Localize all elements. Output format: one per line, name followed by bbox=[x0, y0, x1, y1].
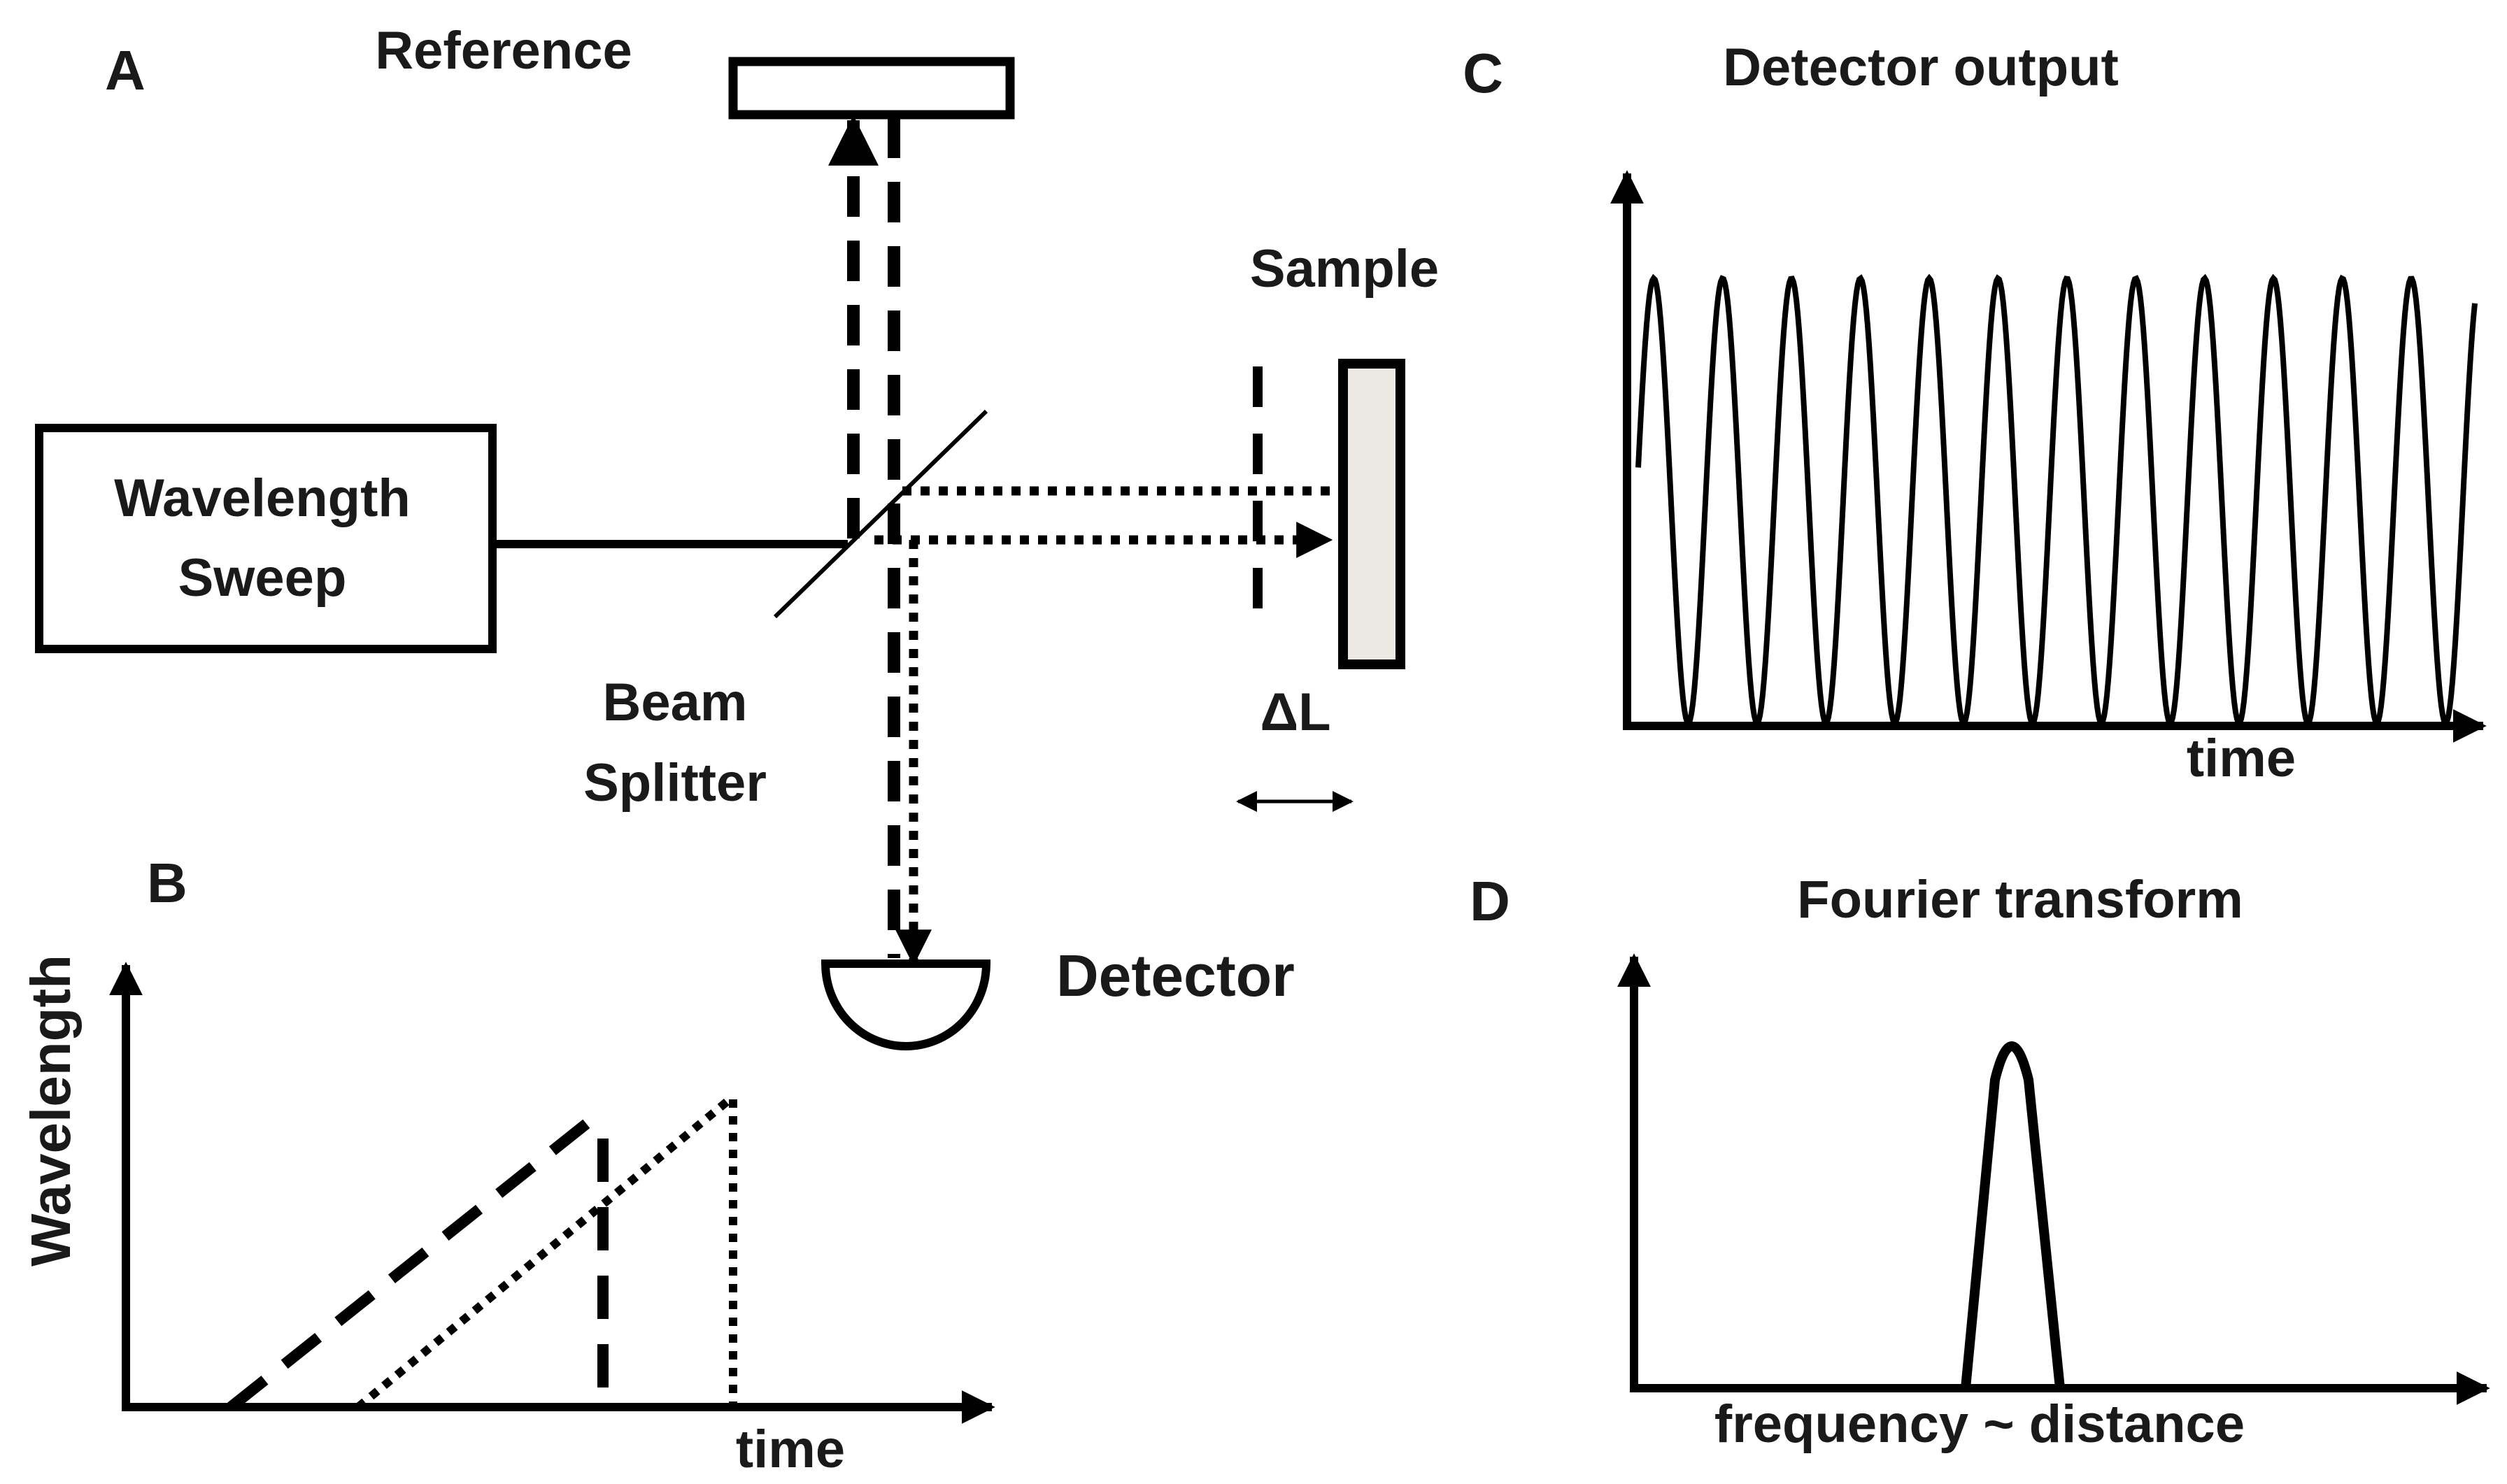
panel-b: B Wavelength time bbox=[20, 852, 995, 1479]
detector-label: Detector bbox=[1056, 943, 1295, 1008]
sweep-label-line2: Sweep bbox=[178, 548, 347, 608]
sample-label: Sample bbox=[1250, 239, 1439, 299]
panel-b-letter: B bbox=[147, 852, 187, 914]
panel-a-letter: A bbox=[105, 39, 145, 101]
panel-d-title: Fourier transform bbox=[1797, 870, 2243, 929]
panel-c: C Detector output time bbox=[1463, 38, 2487, 788]
panel-c-title: Detector output bbox=[1723, 38, 2119, 97]
sweep-label-line1: Wavelength bbox=[114, 469, 411, 528]
detector-icon bbox=[821, 959, 991, 1050]
detector-output-signal bbox=[1635, 273, 2478, 728]
fourier-peak bbox=[1961, 1041, 2065, 1389]
panel-d-letter: D bbox=[1470, 870, 1510, 932]
panel-c-x-axis-label: time bbox=[2187, 729, 2296, 788]
beam-splitter-label-line2: Splitter bbox=[583, 753, 767, 813]
sample-block bbox=[1338, 359, 1405, 669]
reference-label: Reference bbox=[375, 21, 632, 80]
delta-l-label: ΔL bbox=[1260, 683, 1330, 742]
panel-b-y-axis-label: Wavelength bbox=[20, 955, 82, 1267]
beam-splitter-label-line1: Beam bbox=[603, 673, 748, 732]
panel-c-letter: C bbox=[1463, 42, 1503, 104]
panel-d-x-axis-label: frequency ~ distance bbox=[1714, 1394, 2245, 1454]
sample-sweep-ramp bbox=[355, 1093, 736, 1411]
panel-d: D Fourier transform frequency ~ distance bbox=[1470, 870, 2490, 1454]
reference-mirror bbox=[728, 57, 1015, 120]
wavelength-sweep-box bbox=[35, 424, 497, 653]
beam-splitter bbox=[773, 409, 988, 619]
panel-b-x-axis-label: time bbox=[736, 1420, 845, 1479]
panel-a: A Reference Wavelength Sweep Beam Splitt… bbox=[35, 21, 1439, 1050]
reference-sweep-ramp bbox=[227, 1106, 606, 1412]
